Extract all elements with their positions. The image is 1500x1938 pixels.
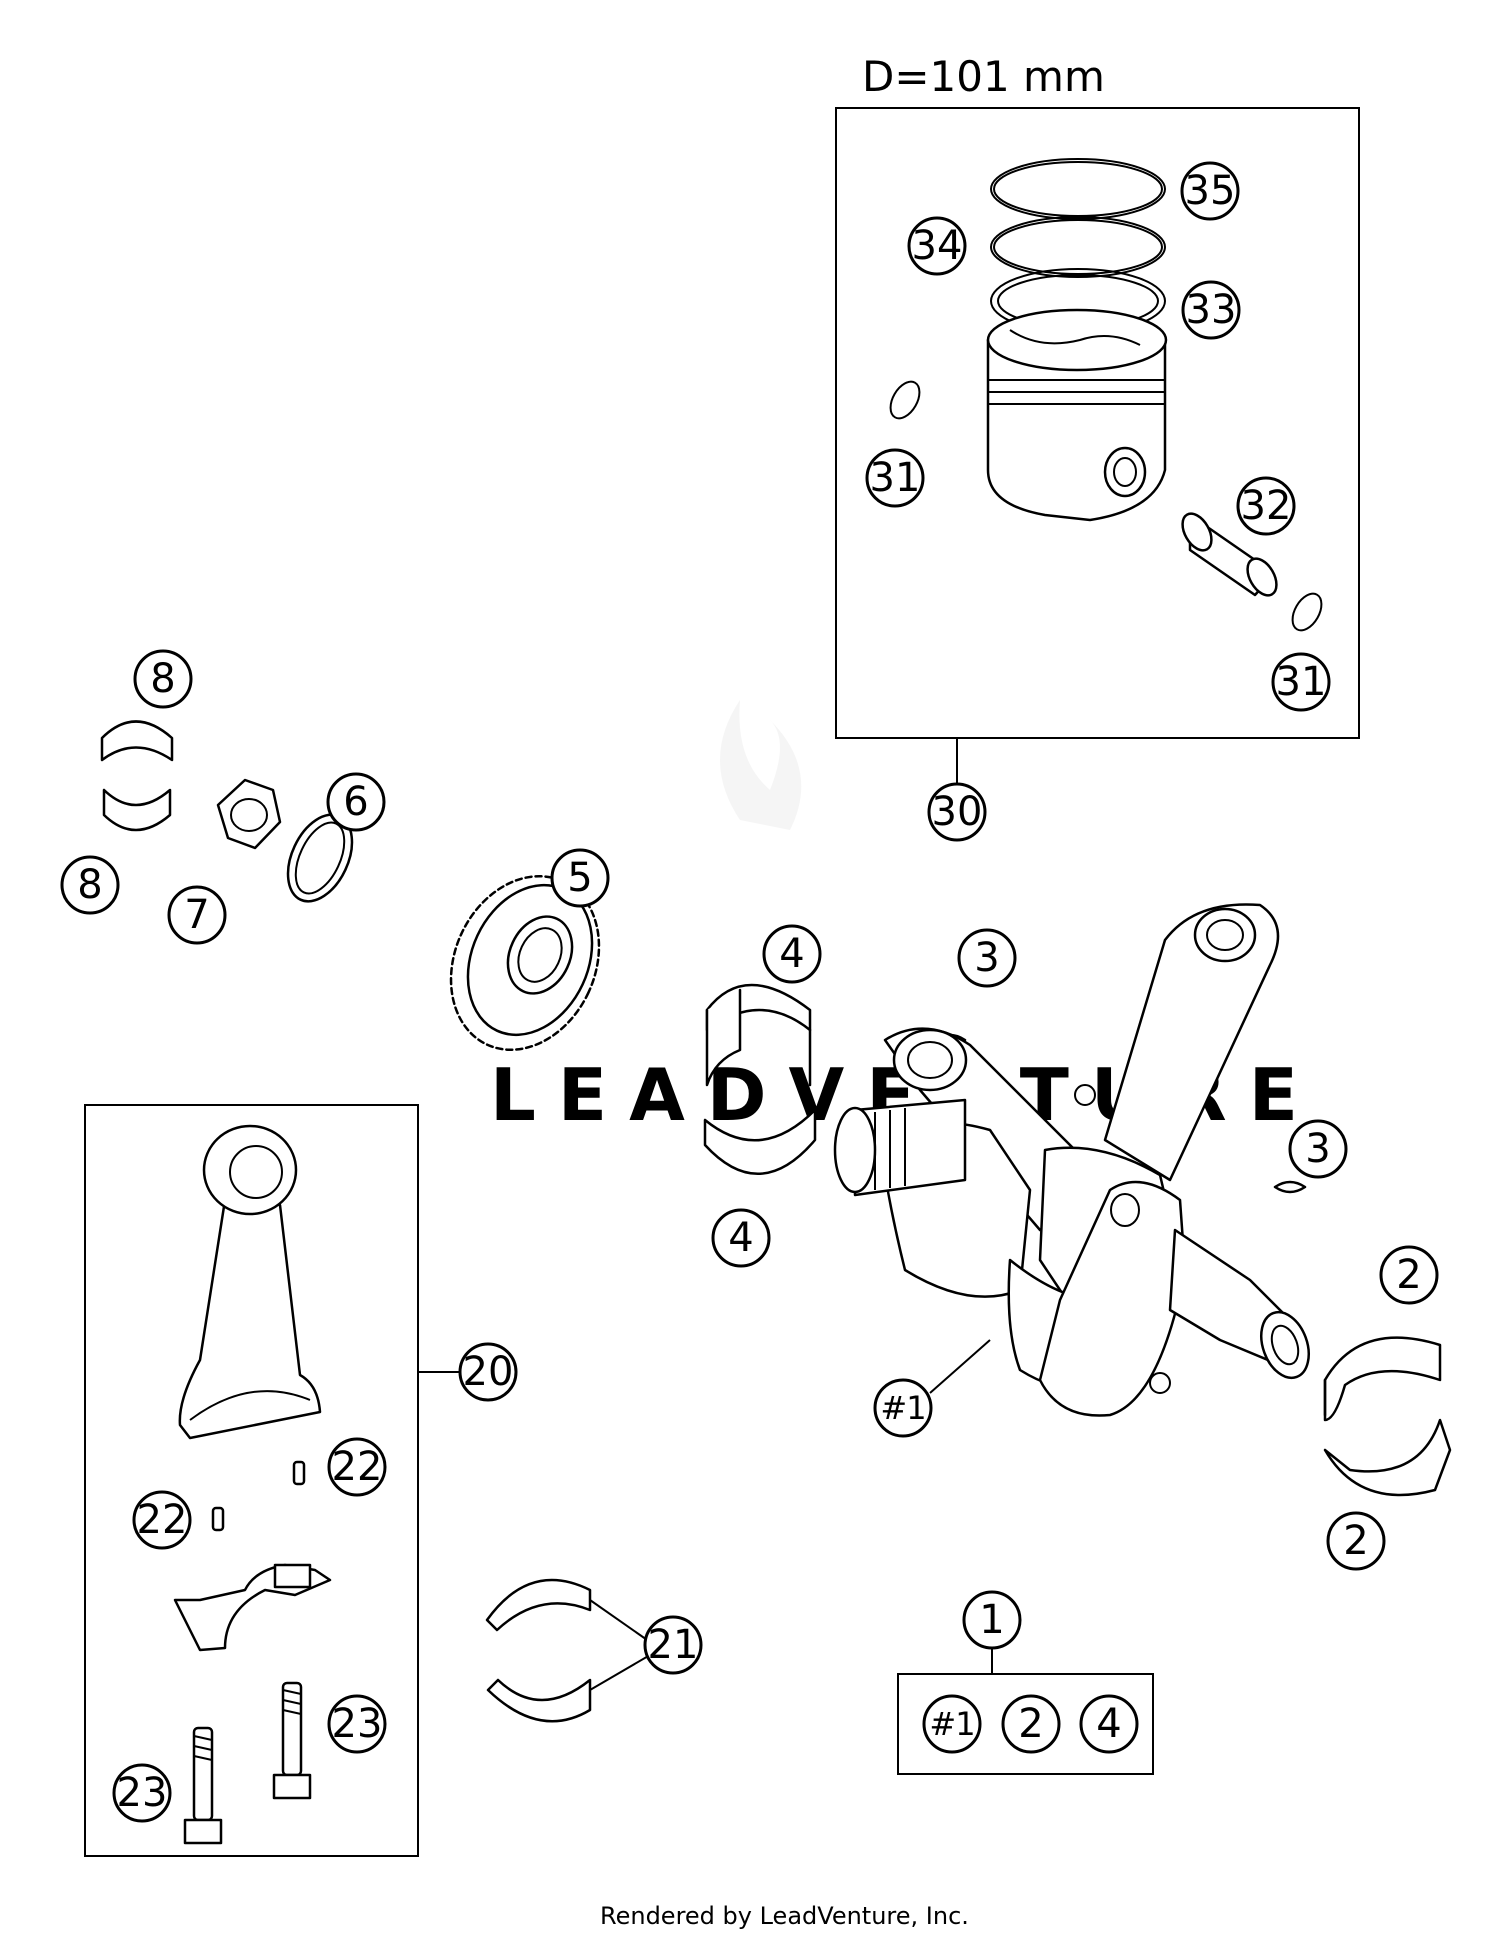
callout-3-upper[interactable]: 3 xyxy=(957,928,1017,988)
woodruff-key-3-lower xyxy=(1273,1180,1307,1194)
callout-22-right[interactable]: 22 xyxy=(327,1437,387,1497)
bearing-shell-2-upper xyxy=(1323,1336,1442,1422)
callout-3-lower[interactable]: 3 xyxy=(1288,1119,1348,1179)
callout-5[interactable]: 5 xyxy=(550,848,610,908)
callout-label: 31 xyxy=(870,455,921,501)
footer-credit: Rendered by LeadVenture, Inc. xyxy=(600,1902,969,1930)
callout-label: 20 xyxy=(463,1349,514,1395)
callout-label: 4 xyxy=(728,1215,753,1261)
callout-label: 5 xyxy=(567,855,592,901)
callout-31-lower[interactable]: 31 xyxy=(1271,652,1331,712)
callout-label: 2 xyxy=(1018,1701,1043,1747)
callout-label: 32 xyxy=(1241,483,1292,529)
callout-label: 1 xyxy=(979,1597,1004,1643)
crankshaft-leader xyxy=(929,1339,991,1394)
callout-label: 22 xyxy=(332,1444,383,1490)
crankshaft-kit-box xyxy=(897,1673,1154,1775)
bearing-21-leader-lower xyxy=(589,1654,651,1691)
piston xyxy=(986,308,1168,522)
dowel-pin-22-lower xyxy=(211,1506,225,1532)
bearing-shell-4-lower xyxy=(703,1108,817,1176)
connecting-rod-20 xyxy=(178,1124,322,1440)
callout-label: 2 xyxy=(1343,1518,1368,1564)
callout-label: #1 xyxy=(880,1389,925,1427)
callout-label: 23 xyxy=(332,1701,383,1747)
callout-label: 31 xyxy=(1276,659,1327,705)
callout-label: 34 xyxy=(912,223,963,269)
callout-2-upper[interactable]: 2 xyxy=(1379,1245,1439,1305)
kit-item-4[interactable]: 4 xyxy=(1079,1694,1139,1754)
circlip-31-lower xyxy=(1291,592,1323,632)
callout-4-upper[interactable]: 4 xyxy=(762,924,822,984)
callout-label: 8 xyxy=(150,656,175,702)
callout-label: 23 xyxy=(117,1770,168,1816)
callout-30[interactable]: 30 xyxy=(927,782,987,842)
callout-label: 35 xyxy=(1185,168,1236,214)
callout-1[interactable]: 1 xyxy=(962,1590,1022,1650)
kit-item-crankshaft[interactable]: #1 xyxy=(922,1694,982,1754)
callout-label: 21 xyxy=(648,1622,699,1668)
callout-33[interactable]: 33 xyxy=(1181,280,1241,340)
callout-22-left[interactable]: 22 xyxy=(132,1490,192,1550)
washer-6 xyxy=(286,813,354,903)
bearing-shell-4-upper xyxy=(705,983,812,1087)
callout-label: 7 xyxy=(184,892,209,938)
bearing-21-leader-upper xyxy=(589,1599,651,1643)
callout-4-lower[interactable]: 4 xyxy=(711,1208,771,1268)
callout-label: 4 xyxy=(1096,1701,1121,1747)
callout-label: 4 xyxy=(779,931,804,977)
callout-35[interactable]: 35 xyxy=(1180,161,1240,221)
callout-label: #1 xyxy=(929,1705,974,1743)
connecting-rod-cap xyxy=(173,1563,332,1652)
callout-2-lower[interactable]: 2 xyxy=(1326,1511,1386,1571)
bearing-shell-21-upper xyxy=(485,1578,592,1632)
rod-bolt-23-left xyxy=(183,1726,223,1845)
piston-pin xyxy=(1181,512,1278,597)
bearing-shell-8-upper xyxy=(100,720,174,762)
connecting-rod-kit-frame xyxy=(84,1104,419,1857)
callout-32[interactable]: 32 xyxy=(1236,476,1296,536)
callout-20[interactable]: 20 xyxy=(458,1342,518,1402)
callout-label: 6 xyxy=(343,779,368,825)
kit-item-2[interactable]: 2 xyxy=(1001,1694,1061,1754)
callout-label: 8 xyxy=(77,862,102,908)
hex-nut-7 xyxy=(216,778,282,850)
rod-bolt-23-right xyxy=(272,1681,312,1800)
circlip-31-upper xyxy=(889,380,921,420)
callout-23-left[interactable]: 23 xyxy=(112,1763,172,1823)
bearing-shell-2-lower xyxy=(1323,1418,1452,1497)
crankshaft-assembly xyxy=(833,903,1310,1417)
callout-label: 3 xyxy=(1305,1126,1330,1172)
callout-label: 33 xyxy=(1186,287,1237,333)
callout-label: 2 xyxy=(1396,1252,1421,1298)
callout-31-upper[interactable]: 31 xyxy=(865,448,925,508)
callout-8-upper[interactable]: 8 xyxy=(133,649,193,709)
callout-7[interactable]: 7 xyxy=(167,885,227,945)
watermark-logo xyxy=(720,700,802,830)
piston-kit-frame xyxy=(835,107,1360,739)
callout-34[interactable]: 34 xyxy=(907,216,967,276)
bearing-shell-8-lower xyxy=(102,788,172,832)
gear-5 xyxy=(449,874,601,1052)
callout-21[interactable]: 21 xyxy=(643,1615,703,1675)
piston-ring-35 xyxy=(990,158,1166,220)
callout-8-lower[interactable]: 8 xyxy=(60,855,120,915)
callout-6[interactable]: 6 xyxy=(326,772,386,832)
callout-23-right[interactable]: 23 xyxy=(327,1694,387,1754)
callout-label: 22 xyxy=(137,1497,188,1543)
dimension-label: D=101 mm xyxy=(862,52,1105,101)
callout-label: 30 xyxy=(932,789,983,835)
dowel-pin-22-upper xyxy=(292,1460,306,1486)
callout-crankshaft[interactable]: #1 xyxy=(873,1378,933,1438)
callout-label: 3 xyxy=(974,935,999,981)
bearing-shell-21-lower xyxy=(486,1678,592,1723)
